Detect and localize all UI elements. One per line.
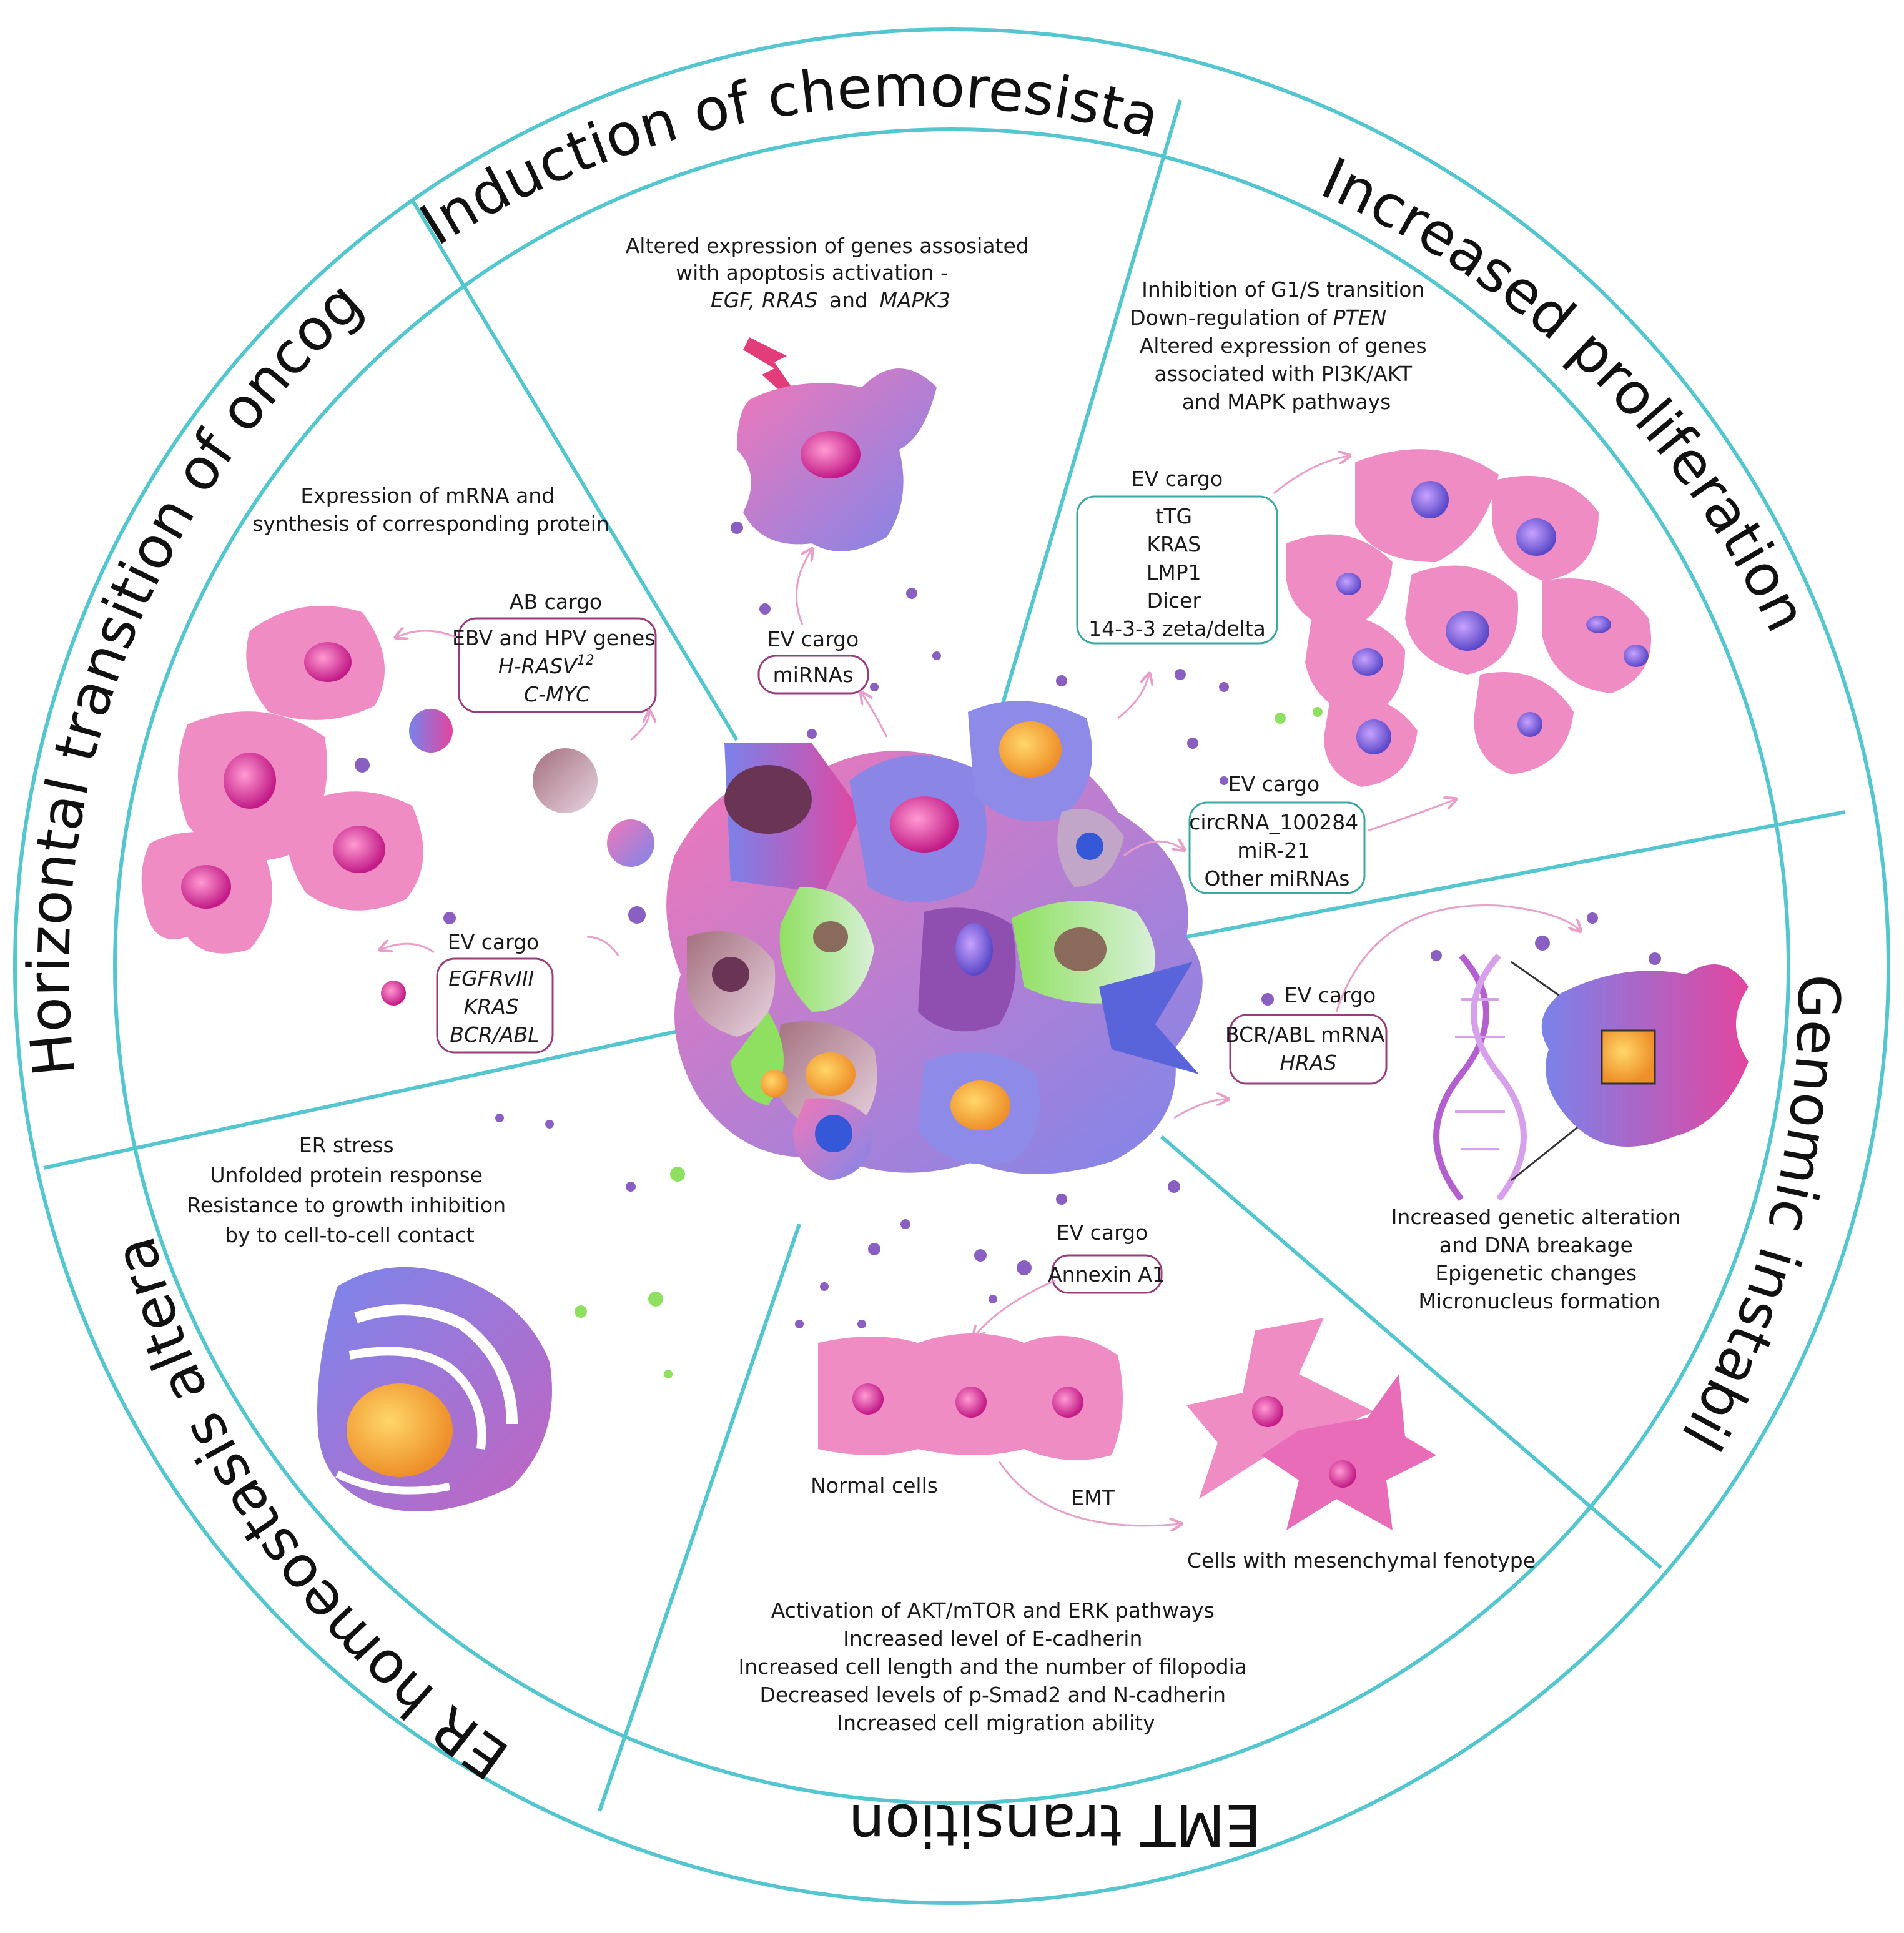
magnified-nucleus [1601, 1029, 1656, 1085]
chemoresistance-content: Altered expression of genes assosiated w… [626, 234, 1036, 738]
er-text: ER stress Unfolded protein response Resi… [187, 1133, 512, 1247]
normal-cells-label: Normal cells [811, 1473, 938, 1498]
divider-er-oncogenes [43, 1029, 681, 1170]
arrow [1367, 799, 1455, 832]
arrow [381, 944, 435, 954]
emt-arrow [998, 1461, 1180, 1526]
chemo-cargo-item: miRNAs [773, 663, 854, 687]
er-content: ER stress Unfolded protein response Resi… [187, 1133, 552, 1511]
arrow [862, 693, 888, 738]
arrow [1117, 675, 1149, 719]
dna-helix-icon [1433, 953, 1527, 1202]
oncogenes-text: Expression of mRNA and synthesis of corr… [252, 483, 609, 536]
emt-text: Activation of AKT/mTOR and ERK pathways … [739, 1598, 1254, 1735]
divider-oncogenes-chemoresistance [410, 199, 739, 741]
arrow [1173, 1099, 1227, 1119]
prolif-cargo2-box [1188, 801, 1366, 894]
inner-ring [113, 127, 1790, 1805]
proliferating-cells [1286, 449, 1651, 787]
genomic-cargo-label: EV cargo [1285, 983, 1376, 1007]
divider-genomic-emt [1160, 1135, 1662, 1570]
cell-nucleus [801, 431, 861, 478]
tumor-cluster [666, 701, 1203, 1180]
divider-emt-er [598, 1224, 801, 1812]
arrow [1335, 904, 1580, 1012]
prolif-cargo2-items: circRNA_100284 miR-21 Other miRNAs [1189, 810, 1364, 891]
chemo-genes: EGF, RRAS and MAPK3 [711, 288, 950, 312]
arrow [1273, 456, 1349, 495]
divider-proliferation-genomic [1186, 810, 1846, 939]
vesicle-dots [443, 522, 1661, 1378]
emt-cargo-item: Annexin A1 [1048, 1262, 1165, 1287]
prolif-cargo-box [1076, 495, 1278, 645]
arrow [397, 631, 456, 637]
normal-cells [818, 1333, 1123, 1460]
chemo-text: Altered expression of genes assosiated w… [626, 234, 1036, 285]
prolif-cargo-items: tTG KRAS LMP1 Dicer 14-3-3 zeta/delta [1088, 504, 1266, 641]
emt-cargo-box [1051, 1254, 1163, 1294]
emt-cargo-label: EV cargo [1057, 1220, 1148, 1245]
ab-cargo-label: AB cargo [510, 590, 602, 614]
arrow [630, 712, 649, 741]
chemo-cargo-label: EV cargo [767, 627, 859, 651]
genomic-cargo-items: BCR/ABL mRNA HRAS [1225, 1022, 1391, 1075]
onco-cargo-items: EGFRvIII KRAS BCR/ABL [448, 966, 541, 1047]
genomic-cargo-box [1229, 1014, 1388, 1085]
title-emt: EMT transition [849, 1791, 1261, 1858]
recipient-cells [141, 606, 654, 1006]
onco-cargo-label: EV cargo [448, 930, 539, 954]
endoplasmic-reticulum-icon [317, 1267, 552, 1511]
chemo-cargo-box [757, 655, 869, 695]
divider-chemoresistance-proliferation [991, 99, 1182, 738]
ab-cargo-box [458, 617, 657, 713]
arrow [795, 550, 812, 625]
arrow [1123, 841, 1183, 857]
outer-ring [13, 27, 1890, 1905]
ring-frame [13, 27, 1890, 1905]
proliferation-text: Inhibition of G1/S transition Down-regul… [1130, 277, 1433, 414]
emt-content: EV cargo Annexin A1 Normal cells EMT Cel… [739, 1220, 1536, 1735]
oncogenes-content: Expression of mRNA and synthesis of corr… [141, 483, 662, 1054]
mesenchymal-label: Cells with mesenchymal fenotype [1187, 1548, 1536, 1573]
proliferation-content: Inhibition of G1/S transition Down-regul… [1076, 277, 1651, 894]
mesenchymal-cells [1186, 1318, 1436, 1530]
prolif-cargo-label: EV cargo [1132, 467, 1223, 491]
prolif-cargo2-label: EV cargo [1228, 772, 1319, 796]
arrow [974, 1279, 1056, 1337]
genomic-text: Increased genetic alteration and DNA bre… [1391, 1205, 1687, 1313]
onco-cargo-box [436, 957, 554, 1054]
ab-cargo-items: EBV and HPV genes H-RASV12 C-MYC [452, 626, 662, 706]
emt-label: EMT [1071, 1486, 1115, 1510]
arrow [586, 936, 619, 956]
genomic-content: EV cargo BCR/ABL mRNA HRAS Increased gen… [1173, 904, 1749, 1313]
